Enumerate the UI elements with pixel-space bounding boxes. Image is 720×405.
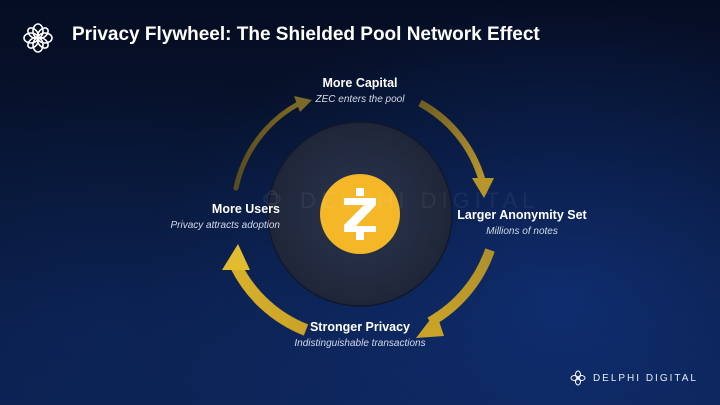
delphi-logo-icon <box>570 370 586 386</box>
node-larger-anonymity-set: Larger Anonymity Set Millions of notes <box>442 208 602 238</box>
delphi-logo-icon <box>23 23 53 53</box>
node-sub: Millions of notes <box>486 226 558 237</box>
node-sub: Privacy attracts adoption <box>170 220 281 231</box>
node-more-users: More Users Privacy attracts adoption <box>120 202 281 232</box>
node-sub: ZEC enters the pool <box>315 94 405 105</box>
zcash-logo-icon <box>344 188 376 240</box>
footer-brand: DELPHI DIGITAL <box>569 369 698 387</box>
watermark-icon <box>263 190 281 208</box>
arrow-bottom-to-left <box>230 263 309 336</box>
node-stronger-privacy: Stronger Privacy Indistinguishable trans… <box>290 320 430 350</box>
watermark-text: DELPHI DIGITAL <box>300 188 540 213</box>
arrow-left-to-top <box>233 101 301 191</box>
arrow-top-to-right <box>418 99 486 181</box>
node-label: Stronger Privacy <box>309 320 411 334</box>
footer-brand-text: DELPHI DIGITAL <box>592 372 698 384</box>
node-label: More Users <box>211 202 280 216</box>
page-title: Privacy Flywheel: The Shielded Pool Netw… <box>72 24 540 45</box>
node-label: More Capital <box>322 76 398 90</box>
node-label: Larger Anonymity Set <box>457 208 587 222</box>
node-more-capital: More Capital ZEC enters the pool <box>280 76 440 106</box>
node-sub: Indistinguishable transactions <box>294 338 426 349</box>
arrow-right-to-bottom <box>427 248 495 327</box>
